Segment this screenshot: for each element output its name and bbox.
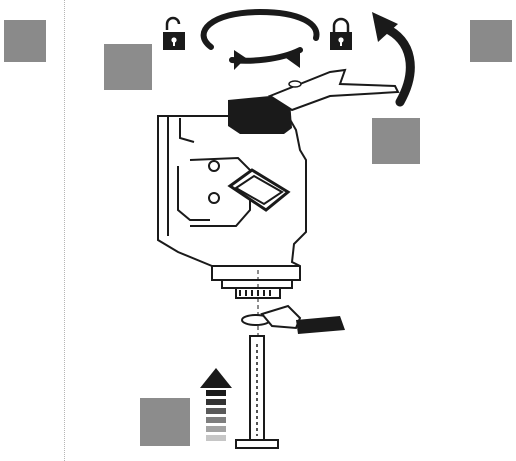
step-3-label	[372, 118, 420, 164]
step-2-label	[104, 44, 152, 90]
up-arrow-icon	[200, 368, 232, 441]
tool-flange	[221, 279, 293, 299]
unlocked-padlock-icon	[163, 16, 185, 50]
panel-label-d	[470, 20, 512, 62]
locked-padlock-icon	[330, 17, 352, 50]
tensioning-rod	[235, 335, 279, 449]
clamping-lever	[228, 68, 400, 134]
panel-label-c	[4, 20, 46, 62]
rotate-arrows-icon	[200, 8, 320, 70]
step-1-label	[140, 398, 190, 446]
curved-up-arrow-icon	[372, 12, 415, 107]
panel-divider	[64, 0, 65, 461]
tool-body	[157, 115, 307, 281]
saw-blade-accessory	[241, 304, 345, 334]
